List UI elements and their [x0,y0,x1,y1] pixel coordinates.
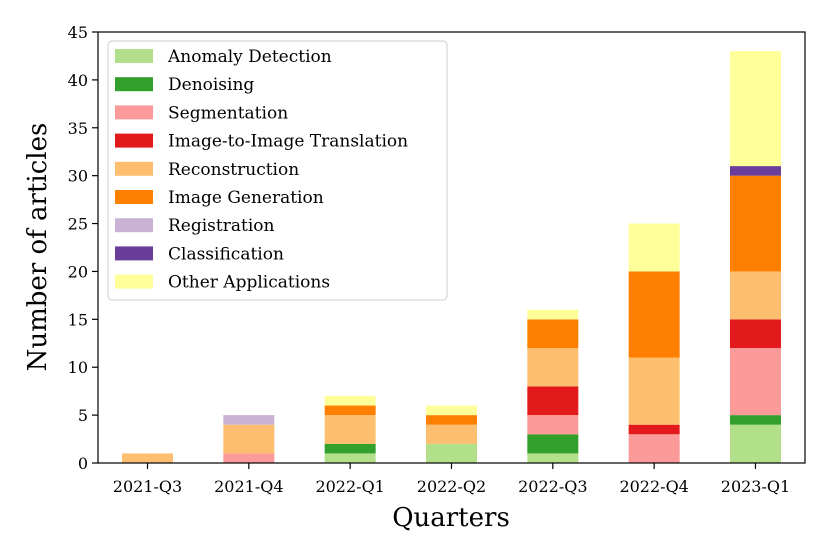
bar-segment-2022-Q1-s4 [324,415,376,444]
y-tick-label: 40 [68,71,88,90]
bar-segment-2023-Q1-s2 [729,348,781,416]
bar-segment-2022-Q2-s4 [425,424,477,444]
x-tick-label: 2022-Q2 [417,477,486,496]
bar-segment-2022-Q1-s0 [324,453,376,463]
legend: Anomaly DetectionDenoisingSegmentationIm… [107,40,448,301]
y-tick-label: 15 [68,310,88,329]
legend-swatch [115,105,153,120]
x-tick-label: 2022-Q1 [315,477,384,496]
legend-box [107,40,448,301]
bar-segment-2022-Q4-s3 [628,424,680,435]
y-tick-label: 45 [68,23,88,42]
bar-segment-2021-Q4-s6 [223,415,275,425]
bar-segment-2022-Q3-s3 [527,386,579,416]
x-axis: 2021-Q3 2021-Q4 2022-Q1 2022-Q2 2022-Q3 2022-… [113,463,790,496]
legend-label: Image-to-Image Translation [168,132,408,152]
legend-swatch [115,133,153,148]
y-tick-label: 5 [78,406,88,425]
bar-segment-2022-Q3-s0 [527,453,579,463]
y-tick-label: 0 [78,454,88,473]
legend-label: Anomaly Detection [167,47,332,67]
bar-segment-2021-Q4-s2 [223,453,275,463]
y-tick-label: 10 [68,358,88,377]
legend-swatch [115,246,153,261]
bar-segment-2023-Q1-s7 [729,166,781,176]
bar-segment-2023-Q1-s0 [729,424,781,463]
legend-label: Registration [168,216,275,236]
bar-segment-2022-Q3-s2 [527,415,579,435]
legend-swatch [115,274,153,289]
y-axis-label: Number of articles [23,123,53,372]
bar-segment-2022-Q1-s8 [324,395,376,406]
x-tick-label: 2021-Q3 [113,477,182,496]
bar-segment-2022-Q2-s0 [425,443,477,463]
legend-swatch [115,161,153,176]
bar-segment-2022-Q2-s5 [425,415,477,425]
x-axis-label: Quarters [392,503,510,533]
bar-segment-2021-Q3-s4 [122,453,173,463]
legend-swatch [115,49,153,63]
bar-segment-2021-Q4-s4 [223,424,275,454]
y-tick-label: 20 [68,262,88,281]
bar-segment-2022-Q2-s8 [425,405,477,416]
bar-segment-2022-Q4-s5 [628,271,680,358]
y-tick-label: 35 [68,119,88,138]
legend-swatch [115,77,153,92]
bar-segment-2022-Q1-s5 [324,405,376,416]
bars-layer [122,51,781,463]
y-axis: 0 5 10 15 20 25 30 35 40 45 [68,23,98,473]
legend-label: Segmentation [168,103,288,123]
legend-label: Classification [168,244,284,264]
bar-segment-2022-Q4-s2 [628,434,680,463]
y-tick-label: 25 [68,215,88,234]
legend-swatch [115,218,153,233]
legend-label: Other Applications [168,273,330,293]
x-tick-label: 2022-Q3 [518,477,587,496]
x-tick-label: 2023-Q1 [721,477,790,496]
bar-segment-2023-Q1-s8 [729,51,781,167]
legend-label: Denoising [168,75,254,95]
bar-segment-2022-Q3-s1 [527,434,579,454]
bar-segment-2022-Q3-s4 [527,348,579,387]
bar-segment-2022-Q4-s4 [628,357,680,425]
bar-segment-2023-Q1-s1 [729,415,781,425]
bar-segment-2022-Q1-s1 [324,443,376,454]
x-tick-label: 2021-Q4 [214,477,283,496]
bar-segment-2022-Q4-s8 [628,223,680,272]
legend-swatch [115,190,153,204]
y-tick-label: 30 [68,167,88,186]
bar-segment-2023-Q1-s5 [729,175,781,272]
bar-segment-2023-Q1-s4 [729,271,781,320]
legend-label: Reconstruction [168,160,299,180]
x-tick-label: 2022-Q4 [619,477,688,496]
bar-segment-2022-Q3-s8 [527,309,579,320]
legend-label: Image Generation [168,188,324,208]
bar-segment-2022-Q3-s5 [527,319,579,349]
bar-segment-2023-Q1-s3 [729,319,781,349]
